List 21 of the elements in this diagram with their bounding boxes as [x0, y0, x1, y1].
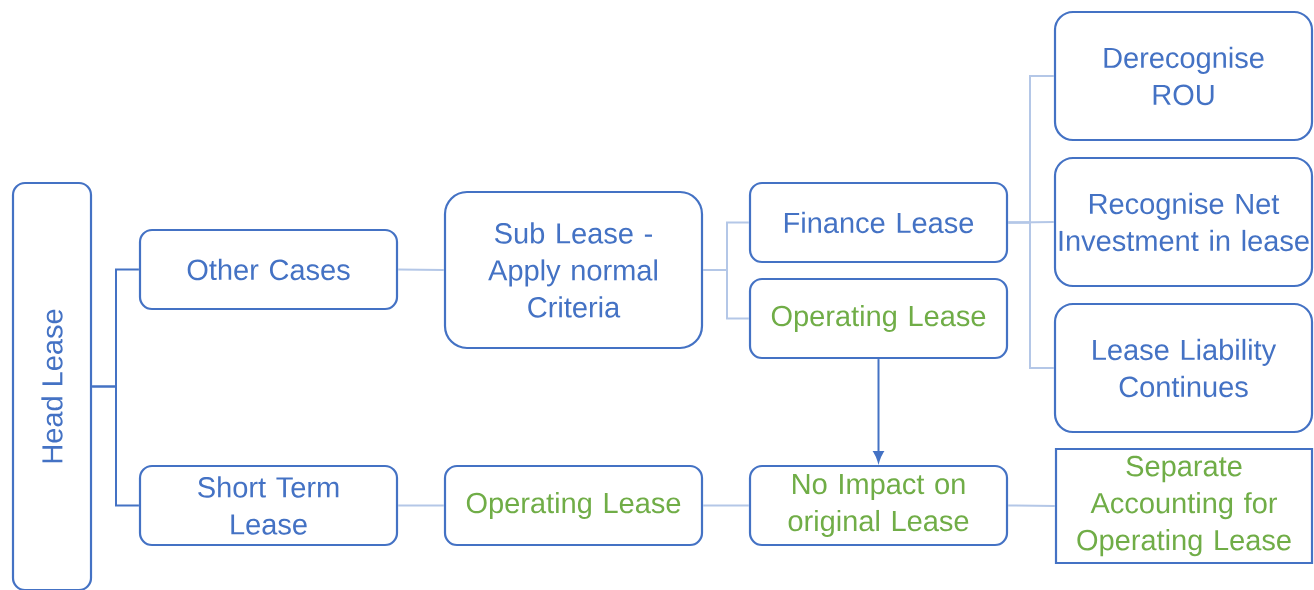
connector	[397, 504, 445, 507]
process-box: Sub Lease - Apply normal Criteria	[443, 190, 704, 350]
connector	[873, 358, 884, 463]
connector	[1007, 221, 1055, 369]
process-box: Operating Lease	[748, 277, 1009, 360]
connector	[1007, 504, 1056, 507]
result-box: Separate Accounting for Operating Lease	[1054, 447, 1314, 565]
process-box: Head Lease	[11, 181, 93, 590]
process-box: Finance Lease	[748, 181, 1009, 264]
connector	[397, 268, 445, 271]
process-box: Derecognise ROU	[1053, 10, 1314, 142]
process-box: No Impact on original Lease	[748, 464, 1009, 547]
process-box: Lease Liability Continues	[1053, 302, 1314, 434]
process-box: Short Term Lease	[138, 464, 399, 547]
process-box: Recognise Net Investment in lease	[1053, 156, 1314, 288]
connector	[91, 385, 140, 507]
process-box: Operating Lease	[443, 464, 704, 547]
connector	[1007, 221, 1055, 224]
process-box: Other Cases	[138, 228, 399, 311]
connector	[702, 504, 750, 507]
connector	[702, 269, 750, 320]
